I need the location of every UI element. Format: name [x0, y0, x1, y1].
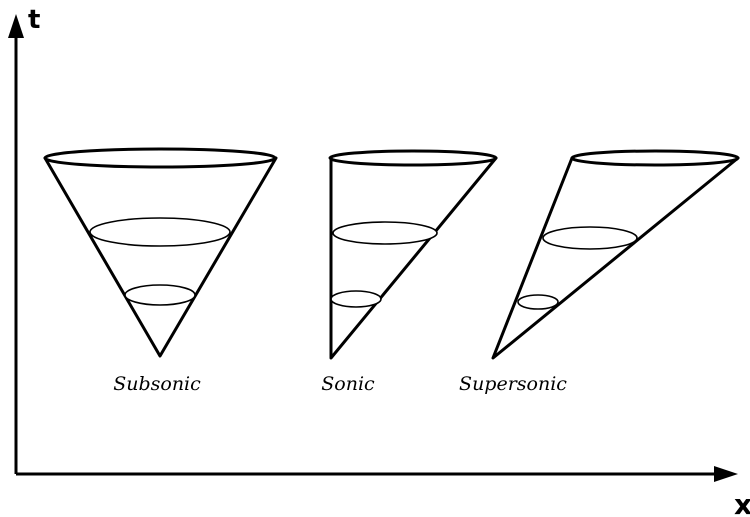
sonic-label: Sonic	[321, 373, 375, 395]
t-axis-label: t	[28, 5, 40, 35]
supersonic-cone-inner-ring-lower	[518, 295, 558, 309]
sonic-cone-inner-ring-lower	[331, 291, 381, 307]
sonic-cone-outline	[331, 158, 496, 358]
supersonic-cone-rim	[572, 151, 738, 165]
subsonic-cone-rim	[45, 149, 275, 167]
t-axis-arrowhead	[8, 14, 24, 38]
sonic-cone-rim	[330, 151, 496, 165]
sonic-cone-inner-ring-upper	[333, 222, 437, 244]
subsonic-cone-inner-ring-upper	[90, 218, 230, 246]
subsonic-cone-inner-ring-lower	[125, 285, 195, 305]
axes: t x	[8, 5, 750, 517]
supersonic-label: Supersonic	[459, 373, 567, 395]
x-axis-arrowhead	[714, 466, 738, 482]
supersonic-cone-inner-ring-upper	[543, 227, 637, 249]
x-axis-label: x	[734, 488, 750, 517]
sonic-cone: Sonic	[321, 151, 496, 395]
subsonic-label: Subsonic	[113, 373, 201, 395]
supersonic-cone-outline	[493, 158, 738, 358]
subsonic-cone: Subsonic	[45, 149, 276, 395]
subsonic-cone-outline	[45, 158, 276, 356]
supersonic-cone: Supersonic	[459, 151, 738, 395]
